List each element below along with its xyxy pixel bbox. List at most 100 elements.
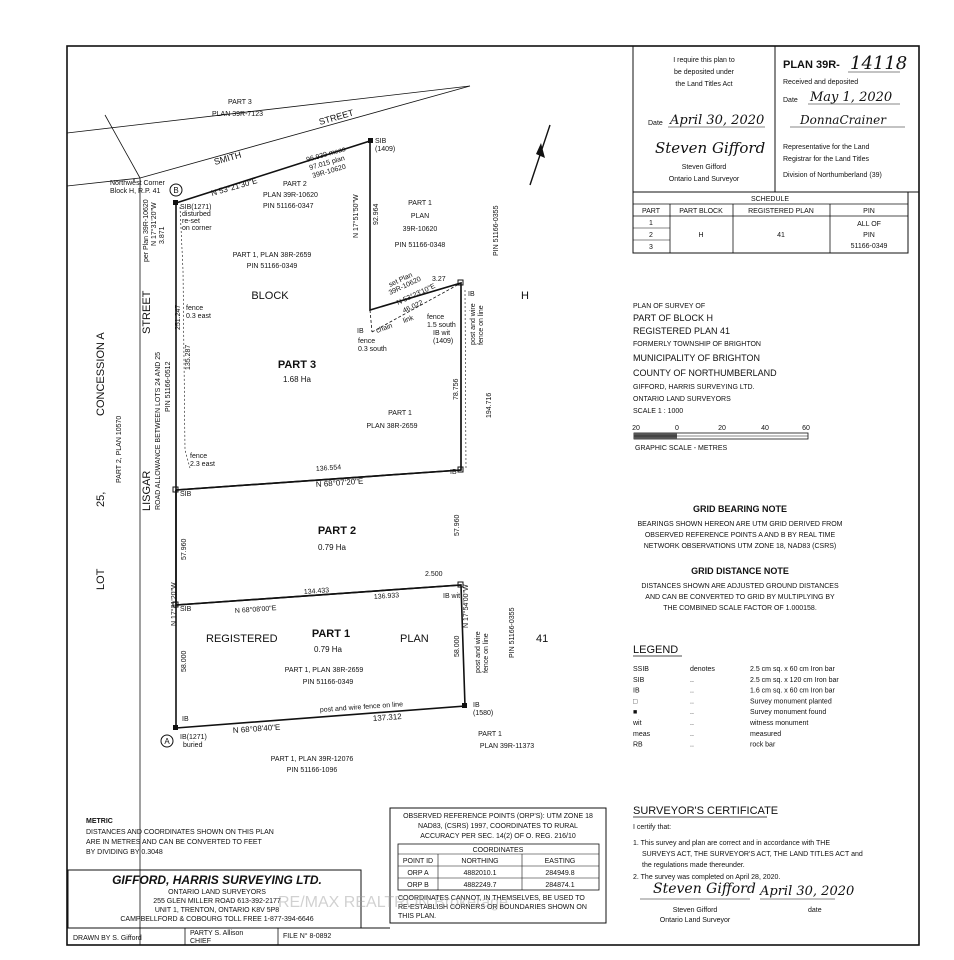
svg-text:SURVEYOR'S CERTIFICATE: SURVEYOR'S CERTIFICATE xyxy=(633,805,778,817)
grid-bearing-note: GRID BEARING NOTE BEARINGS SHOWN HEREON … xyxy=(638,504,843,550)
svg-text:2.500: 2.500 xyxy=(425,571,443,578)
legend-cell: IB xyxy=(633,688,640,695)
svg-text:SCHEDULE: SCHEDULE xyxy=(751,196,789,203)
svg-text:the regulations made thereunde: the regulations made thereunder. xyxy=(642,862,745,869)
svg-text:PLAN: PLAN xyxy=(411,213,429,220)
legend-cell: measured xyxy=(750,731,781,738)
svg-text:on corner: on corner xyxy=(182,225,212,232)
svg-text:PART 2: PART 2 xyxy=(318,525,356,537)
legend-cell: ■ xyxy=(633,709,637,716)
svg-text:SIB(1271): SIB(1271) xyxy=(180,204,212,211)
legend-cell: wit xyxy=(632,720,642,727)
legend-cell: rock bar xyxy=(750,742,776,749)
svg-text:PART BLOCK: PART BLOCK xyxy=(679,208,723,215)
svg-text:the Land Titles Act: the Land Titles Act xyxy=(675,81,732,88)
svg-text:N 68°07'20"E: N 68°07'20"E xyxy=(316,477,364,489)
svg-text:137.312: 137.312 xyxy=(373,712,403,723)
svg-text:135.287: 135.287 xyxy=(185,345,192,370)
svg-text:N 17°54'00"W: N 17°54'00"W xyxy=(462,584,470,628)
svg-text:2.3 east: 2.3 east xyxy=(190,461,215,468)
svg-text:PART 2: PART 2 xyxy=(283,181,307,188)
legend-cell: denotes xyxy=(690,666,715,673)
svg-text:ORP B: ORP B xyxy=(407,882,429,889)
svg-text:ORP A: ORP A xyxy=(407,870,429,877)
svg-text:PLAN: PLAN xyxy=(400,633,429,645)
svg-text:78.756: 78.756 xyxy=(453,378,460,400)
svg-text:Received and deposited: Received and deposited xyxy=(783,79,858,86)
svg-text:PART 1, PLAN 39R-12076: PART 1, PLAN 39R-12076 xyxy=(271,756,354,763)
svg-text:fence on line: fence on line xyxy=(478,305,485,345)
svg-text:N 68°08'40"E: N 68°08'40"E xyxy=(233,723,281,735)
svg-text:PART 1: PART 1 xyxy=(388,410,412,417)
svg-text:OBSERVED REFERENCE POINTS (ORP: OBSERVED REFERENCE POINTS (ORP'S): UTM Z… xyxy=(403,813,593,820)
svg-text:GRID DISTANCE NOTE: GRID DISTANCE NOTE xyxy=(691,566,789,576)
svg-text:20: 20 xyxy=(632,425,640,432)
svg-text:SIB: SIB xyxy=(375,138,387,145)
svg-text:58.000: 58.000 xyxy=(454,635,461,657)
svg-text:AND CAN BE CONVERTED TO GRID B: AND CAN BE CONVERTED TO GRID BY MULTIPLY… xyxy=(645,594,835,601)
svg-text:GRID BEARING NOTE: GRID BEARING NOTE xyxy=(693,504,787,514)
svg-text:H: H xyxy=(521,290,529,302)
surveyors-certificate: SURVEYOR'S CERTIFICATE I certify that: 1… xyxy=(633,805,863,924)
svg-text:IB: IB xyxy=(450,469,457,476)
svg-text:be deposited under: be deposited under xyxy=(674,69,735,76)
svg-text:51166-0349: 51166-0349 xyxy=(851,243,888,250)
svg-text:N 17°31'20"W: N 17°31'20"W xyxy=(170,582,178,626)
svg-text:2. The survey was completed on: 2. The survey was completed on April 28,… xyxy=(633,874,780,881)
svg-text:Representative for the Land: Representative for the Land xyxy=(783,144,869,151)
svg-text:April 30, 2020: April 30, 2020 xyxy=(669,113,764,128)
svg-text:PIN 51166-0349: PIN 51166-0349 xyxy=(303,679,354,686)
svg-text:April 30, 2020: April 30, 2020 xyxy=(759,884,854,899)
legend-cell: .. xyxy=(690,731,694,738)
svg-text:post and wire: post and wire xyxy=(475,631,482,673)
svg-text:ALL OF: ALL OF xyxy=(857,221,881,228)
svg-text:(1409): (1409) xyxy=(433,338,453,345)
svg-text:251.247: 251.247 xyxy=(175,305,182,330)
svg-text:N 17°51'50"W: N 17°51'50"W xyxy=(352,194,360,238)
svg-text:B: B xyxy=(173,186,178,195)
svg-text:194.716: 194.716 xyxy=(486,393,493,418)
svg-text:PART 1: PART 1 xyxy=(312,628,350,640)
svg-text:136.933: 136.933 xyxy=(374,592,400,601)
svg-text:41: 41 xyxy=(536,633,548,645)
legend-cell: 2.5 cm sq. x 120 cm Iron bar xyxy=(750,677,839,684)
svg-text:COORDINATES CANNOT, IN THEMSEL: COORDINATES CANNOT, IN THEMSELVES, BE US… xyxy=(398,895,585,902)
deposit-box: I require this plan to be deposited unde… xyxy=(632,45,920,193)
legend-cell: .. xyxy=(690,677,694,684)
north-arrow-icon xyxy=(529,124,551,186)
svg-text:May 1, 2020: May 1, 2020 xyxy=(809,90,892,105)
svg-text:CONCESSION A: CONCESSION A xyxy=(95,332,107,416)
svg-text:IB(1271): IB(1271) xyxy=(180,734,207,741)
svg-text:DISTANCES AND COORDINATES SHOW: DISTANCES AND COORDINATES SHOWN ON THIS … xyxy=(86,829,274,836)
legend-cell: .. xyxy=(690,688,694,695)
svg-text:ONTARIO LAND SURVEYORS: ONTARIO LAND SURVEYORS xyxy=(168,889,266,896)
svg-text:post and wire: post and wire xyxy=(470,303,477,345)
svg-text:SIB: SIB xyxy=(180,491,192,498)
svg-text:Date: Date xyxy=(783,97,798,104)
svg-text:PIN 51166-0349: PIN 51166-0349 xyxy=(247,263,298,270)
svg-text:UNIT 1, TRENTON, ONTARIO K8V 5: UNIT 1, TRENTON, ONTARIO K8V 5P8 xyxy=(155,907,279,914)
svg-text:3.871: 3.871 xyxy=(159,226,166,244)
svg-text:PIN 51166-0347: PIN 51166-0347 xyxy=(263,203,314,210)
svg-text:0.3 east: 0.3 east xyxy=(186,313,211,320)
svg-text:PART 3: PART 3 xyxy=(278,359,316,371)
svg-text:ROAD ALLOWANCE BETWEEN LOTS 24: ROAD ALLOWANCE BETWEEN LOTS 24 AND 25 xyxy=(155,352,162,510)
svg-text:PIN: PIN xyxy=(863,208,875,215)
point-b-marker xyxy=(169,183,183,197)
svg-text:284874.1: 284874.1 xyxy=(545,882,574,889)
svg-text:I require this plan to: I require this plan to xyxy=(673,57,735,64)
legend-cell: RB xyxy=(633,742,643,749)
registrar-signature: DonnaCrainer xyxy=(799,113,887,127)
svg-text:buried: buried xyxy=(183,742,203,749)
firm-block: GIFFORD, HARRIS SURVEYING LTD. ONTARIO L… xyxy=(67,869,362,929)
graphic-scale: 20 0 20 40 60 GRAPHIC SCALE - METRES xyxy=(632,425,810,452)
svg-text:Northwest Corner: Northwest Corner xyxy=(110,180,166,187)
schedule-table: SCHEDULE PART PART BLOCK REGISTERED PLAN… xyxy=(632,191,909,254)
svg-text:1: 1 xyxy=(649,220,653,227)
svg-text:255 GLEN MILLER ROAD 613-392-: 255 GLEN MILLER ROAD 613-392-2177 xyxy=(153,898,281,905)
svg-text:1.5 south: 1.5 south xyxy=(427,322,456,329)
svg-text:39R-10620: 39R-10620 xyxy=(403,226,438,233)
svg-text:IB: IB xyxy=(473,702,480,709)
svg-text:PLAN 39R-: PLAN 39R- xyxy=(783,59,840,71)
svg-text:REGISTERED PLAN: REGISTERED PLAN xyxy=(748,208,814,215)
